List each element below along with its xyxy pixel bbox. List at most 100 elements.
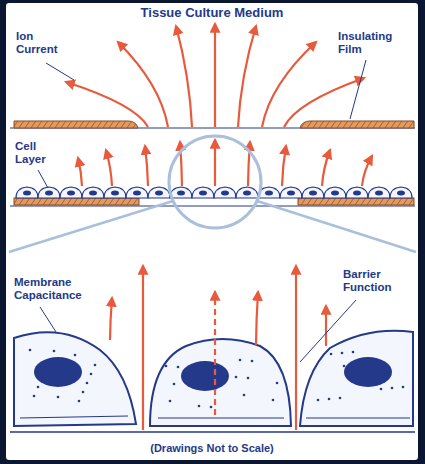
cell [302,187,324,198]
diagram-caption: (Drawings Not to Scale) [6,442,418,454]
dot [173,383,176,386]
nucleus [221,191,229,196]
dot [317,399,320,402]
dot [29,349,32,352]
cell [14,332,136,426]
nucleus [353,191,361,196]
nucleus [67,191,75,196]
dot [276,382,279,385]
dot [33,395,36,398]
insulating-film [298,198,414,205]
cell [148,187,170,198]
nucleus [23,191,31,196]
dot [66,372,69,375]
cell [16,187,38,198]
nucleus [177,191,185,196]
cell [170,187,192,198]
ion-current-arrows [78,140,372,186]
dot [57,396,60,399]
ion-current-arrow [176,26,192,127]
dot [94,364,97,367]
part-label: Insulating Film [338,30,416,56]
base-line [10,431,415,433]
dot [389,374,392,377]
dot [251,360,254,363]
ion-current-arrow [325,306,327,346]
leader-line [46,63,74,80]
ion-current-arrow [238,26,256,127]
dot [343,365,346,368]
dot [378,375,381,378]
nucleus [89,191,97,196]
dot [78,400,81,403]
nucleus [243,191,251,196]
ion-current-arrow [284,78,364,127]
dot [243,394,246,397]
ion-current-arrow [362,156,372,186]
part-label: Membrane Capacitance [14,276,104,302]
dot [165,365,168,368]
dot [49,359,52,362]
nucleus [111,191,119,196]
nucleus [287,191,295,196]
leader-line [38,170,48,188]
nucleus [133,191,141,196]
ion-current-arrow [214,140,216,186]
dot [202,388,205,391]
dot [330,353,333,356]
dot [365,363,368,366]
dot [70,363,73,366]
nucleus [181,361,229,391]
part-label: Ion Current [16,30,74,56]
dot [247,377,250,380]
dot [37,386,40,389]
part-label: Cell Layer [15,140,63,166]
cell [150,339,291,426]
dot [402,386,405,389]
dot [339,397,342,400]
dot [177,366,180,369]
cell [280,187,302,198]
dot [352,351,355,354]
nucleus [155,191,163,196]
cell [214,187,236,198]
ion-current-arrow [145,146,148,186]
magnifier-circle [169,136,261,228]
cell [60,187,82,198]
leader-line [350,60,366,119]
ion-current-arrows [66,24,364,127]
dot [82,391,85,394]
nucleus [344,357,392,387]
cell [82,187,104,198]
nucleus [34,357,82,387]
dot [235,376,238,379]
dot [86,382,89,385]
part-label: Barrier Function [343,268,415,294]
cell [192,187,214,198]
cell-layer [16,187,412,198]
nucleus [397,191,405,196]
dot [341,352,344,355]
nucleus [199,191,207,196]
nucleus [375,191,383,196]
dot [376,362,379,365]
dot [169,400,172,403]
dot [328,398,331,401]
insulating-film [14,121,138,128]
dot [210,406,213,409]
dot [391,387,394,390]
dot [380,388,383,391]
ion-current-arrow [214,24,216,127]
nucleus [265,191,273,196]
ion-current-arrow [142,266,144,430]
insulating-film [300,121,414,128]
ion-current-arrow [256,292,258,345]
ion-current-arrow [322,150,330,186]
ion-current-arrow [118,42,168,127]
cell [104,187,126,198]
dot [206,371,209,374]
ion-current-arrow [262,42,316,127]
dot [198,405,201,408]
cell [324,187,346,198]
